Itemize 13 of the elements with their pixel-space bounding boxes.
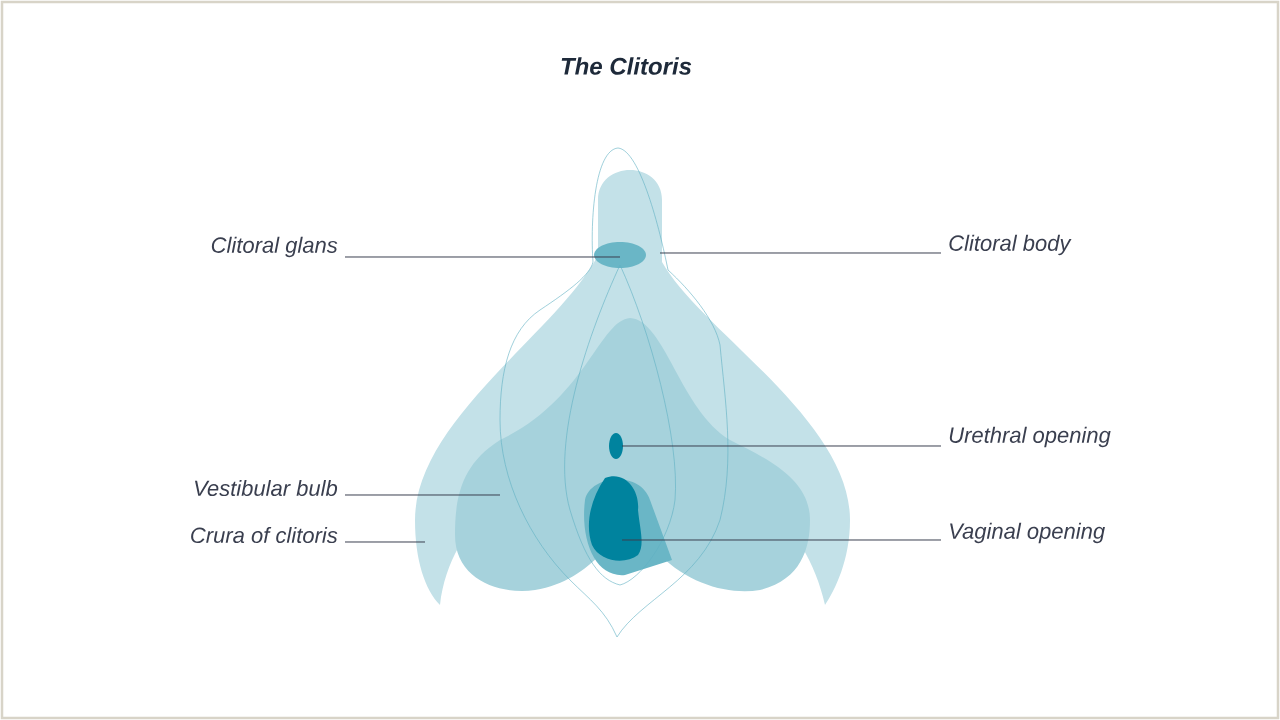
leader-line [621,445,942,447]
part-label: Urethral opening [949,426,1111,448]
part-label: Vaginal opening [950,522,1105,544]
leader-line [659,252,942,254]
leader-line [621,539,942,541]
part-label: Clitoral body [949,234,1072,256]
part-label: Clitoral glans [211,236,338,258]
leader-line [344,494,501,496]
part-label: Crura of clitoris [191,526,338,544]
leader-line [344,541,426,543]
title: The Clitoris [561,57,692,75]
part-label: Vestibular bulb [195,479,338,497]
leader-line [344,256,621,258]
